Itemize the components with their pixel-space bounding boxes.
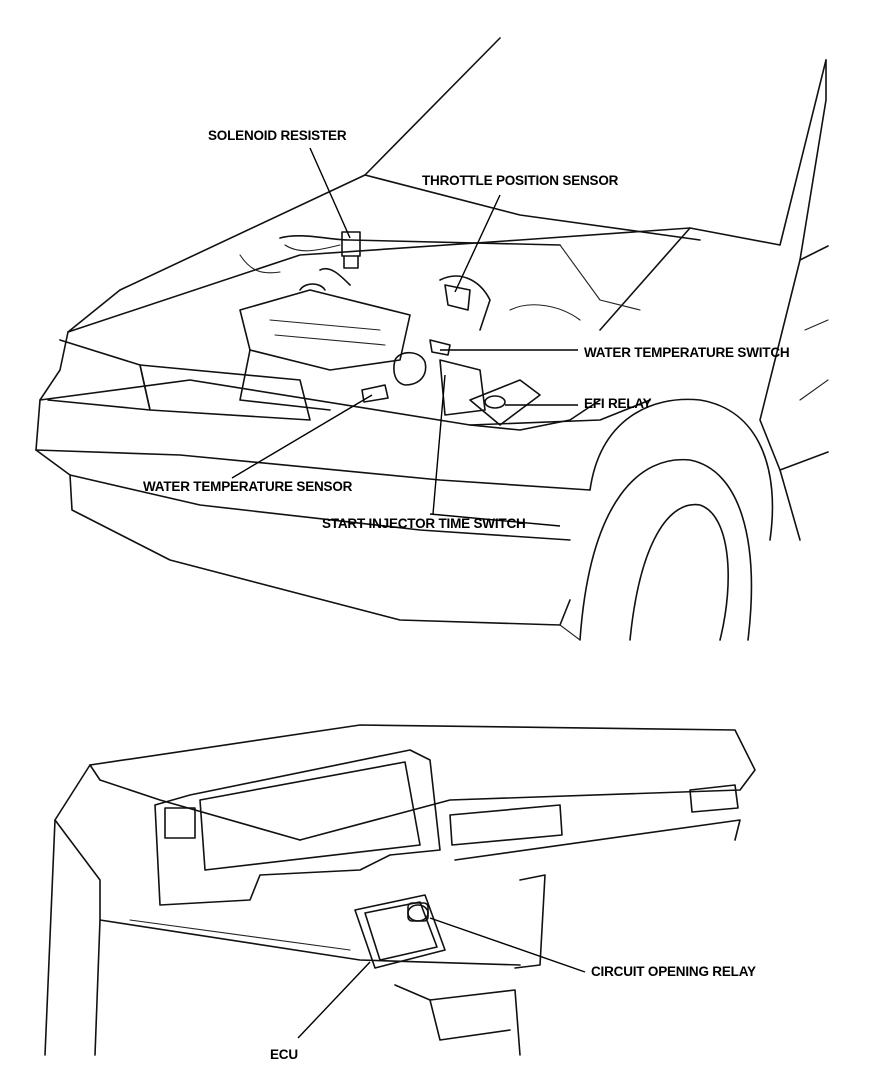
label-water-temperature-sensor: WATER TEMPERATURE SENSOR [143,479,353,494]
label-efi-relay: EFI RELAY [584,396,652,411]
car-front-view [35,37,829,641]
label-start-injector-time-switch: START INJECTOR TIME SWITCH [322,516,526,531]
dashboard-view [44,724,756,1056]
callout-labels: SOLENOID RESISTER THROTTLE POSITION SENS… [143,128,790,1062]
label-solenoid-resister: SOLENOID RESISTER [208,128,347,143]
label-throttle-position-sensor: THROTTLE POSITION SENSOR [422,173,619,188]
leader-circuit-opening-relay [429,917,586,973]
leader-start-injector-time-switch [432,374,446,515]
leader-water-temperature-sensor [231,394,373,479]
label-ecu: ECU [270,1047,298,1062]
leader-solenoid-resister [309,147,351,239]
label-water-temperature-switch: WATER TEMPERATURE SWITCH [584,345,789,360]
leader-start-injector-underline [429,513,561,527]
leader-ecu [297,961,371,1039]
leader-throttle-position-sensor [454,194,501,293]
label-circuit-opening-relay: CIRCUIT OPENING RELAY [591,964,756,979]
leader-lines [231,147,586,1039]
